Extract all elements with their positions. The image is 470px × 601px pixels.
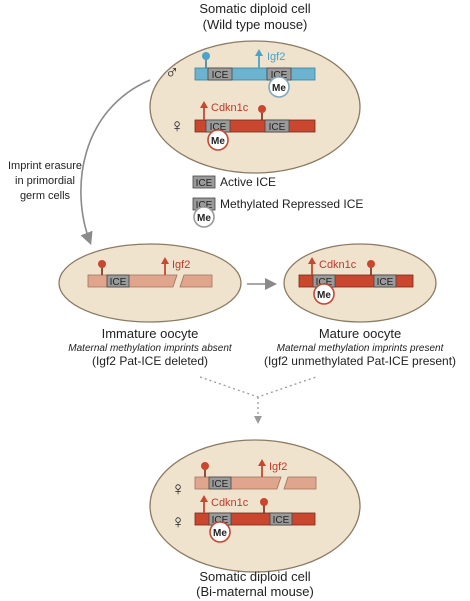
bottom-cdkn1c-label: Cdkn1c bbox=[211, 497, 249, 509]
bottom-cell-body bbox=[149, 439, 361, 573]
igf2-expression-arrow bbox=[255, 49, 263, 68]
cdkn1c-expression-arrow bbox=[200, 101, 208, 120]
immature-ice: ICE bbox=[106, 274, 130, 288]
bottom-ice-3: ICE bbox=[269, 512, 293, 526]
svg-text:Me: Me bbox=[317, 290, 331, 301]
immature-note: Maternal methylation imprints absent bbox=[68, 343, 233, 354]
mature-note: Maternal methylation imprints present bbox=[277, 343, 445, 354]
svg-text:Me: Me bbox=[197, 213, 211, 224]
svg-text:ICE: ICE bbox=[271, 70, 288, 81]
maternal-ice-1-methylated: ICE Me bbox=[205, 119, 231, 151]
svg-text:ICE: ICE bbox=[196, 178, 213, 189]
cdkn1c-label: Cdkn1c bbox=[211, 102, 249, 114]
svg-text:germ cells: germ cells bbox=[20, 190, 71, 202]
mature-ice-2: ICE bbox=[373, 274, 397, 288]
mature-ice-1-methylated: ICE Me bbox=[312, 274, 336, 305]
svg-text:Me: Me bbox=[272, 83, 286, 94]
legend-methylated-label: Methylated Repressed ICE bbox=[220, 197, 363, 211]
svg-text:ICE: ICE bbox=[269, 122, 286, 133]
legend-active-ice-swatch: ICE bbox=[192, 175, 216, 189]
igf2-label: Igf2 bbox=[267, 51, 285, 63]
fertilization-arrow bbox=[199, 376, 317, 424]
top-cell-title: Somatic diploid cell bbox=[199, 1, 310, 16]
bottom-cell-title: Somatic diploid cell bbox=[199, 569, 310, 584]
erasure-label: Imprint erasure in primordial germ cells bbox=[8, 160, 82, 202]
bottom-cdkn1c-arrow bbox=[200, 495, 208, 513]
immature-chromosome-right bbox=[179, 274, 213, 288]
mature-detail: (Igf2 unmethylated Pat-ICE present) bbox=[264, 354, 456, 368]
immature-detail: (Igf2 Pat-ICE deleted) bbox=[92, 354, 208, 368]
svg-text:Me: Me bbox=[213, 528, 227, 539]
immature-igf2-label: Igf2 bbox=[172, 259, 190, 271]
top-cell-body bbox=[149, 40, 361, 174]
immature-igf2-arrow bbox=[161, 257, 169, 275]
svg-text:ICE: ICE bbox=[110, 277, 127, 288]
legend-methylated-ice-swatch: ICE Me bbox=[192, 197, 216, 228]
bottom-lollipop-1 bbox=[201, 462, 209, 477]
mature-title: Mature oocyte bbox=[319, 326, 401, 341]
bottom-lollipop-2 bbox=[260, 498, 268, 513]
maternal-lollipop bbox=[258, 105, 266, 120]
bottom-cell: ♀ ICE Igf2 ♀ ICE Me ICE bbox=[149, 439, 361, 573]
top-cell-subtitle: (Wild type mouse) bbox=[203, 17, 308, 32]
bottom-chromosome-1-left bbox=[194, 476, 282, 490]
svg-text:in primordial: in primordial bbox=[15, 175, 75, 187]
bottom-cell-subtitle: (Bi-maternal mouse) bbox=[196, 584, 314, 599]
maternal-symbol: ♀ bbox=[170, 116, 184, 137]
bottom-chromosome-1-right bbox=[283, 476, 317, 490]
legend: ICE Active ICE ICE Me Methylated Repress… bbox=[192, 175, 363, 228]
svg-text:ICE: ICE bbox=[212, 479, 229, 490]
svg-text:Imprint erasure: Imprint erasure bbox=[8, 160, 82, 172]
bottom-maternal-symbol-2: ♀ bbox=[171, 512, 185, 533]
bottom-ice-2-methylated: ICE Me bbox=[208, 512, 232, 543]
paternal-lollipop bbox=[202, 52, 210, 68]
erasure-arrow bbox=[80, 79, 151, 245]
svg-text:ICE: ICE bbox=[273, 515, 290, 526]
paternal-ice-2-methylated: ICE Me bbox=[266, 67, 292, 98]
mature-cdkn1c-arrow bbox=[308, 257, 316, 275]
mature-lollipop bbox=[367, 260, 375, 275]
bottom-igf2-arrow bbox=[258, 459, 266, 477]
svg-text:ICE: ICE bbox=[212, 515, 229, 526]
paternal-ice-1: ICE bbox=[207, 67, 233, 81]
bottom-maternal-symbol-1: ♀ bbox=[171, 479, 185, 500]
immature-chromosome-left bbox=[87, 274, 178, 288]
paternal-symbol: ♂ bbox=[165, 62, 179, 83]
mature-cdkn1c-label: Cdkn1c bbox=[319, 259, 357, 271]
mature-oocyte: ICE Me ICE Cdkn1c bbox=[283, 243, 437, 323]
svg-text:ICE: ICE bbox=[196, 200, 213, 211]
svg-text:Me: Me bbox=[211, 136, 225, 147]
legend-active-label: Active ICE bbox=[220, 175, 276, 189]
top-cell: Somatic diploid cell (Wild type mouse) ♂… bbox=[149, 1, 361, 174]
svg-text:ICE: ICE bbox=[210, 122, 227, 133]
immature-oocyte: ICE Igf2 bbox=[58, 243, 242, 323]
bottom-igf2-label: Igf2 bbox=[269, 461, 287, 473]
immature-title: Immature oocyte bbox=[102, 326, 199, 341]
immature-lollipop bbox=[98, 260, 106, 275]
bottom-ice-1: ICE bbox=[208, 476, 232, 490]
svg-text:ICE: ICE bbox=[377, 277, 394, 288]
svg-text:ICE: ICE bbox=[212, 70, 229, 81]
maternal-ice-2: ICE bbox=[264, 119, 290, 133]
svg-text:ICE: ICE bbox=[316, 277, 333, 288]
